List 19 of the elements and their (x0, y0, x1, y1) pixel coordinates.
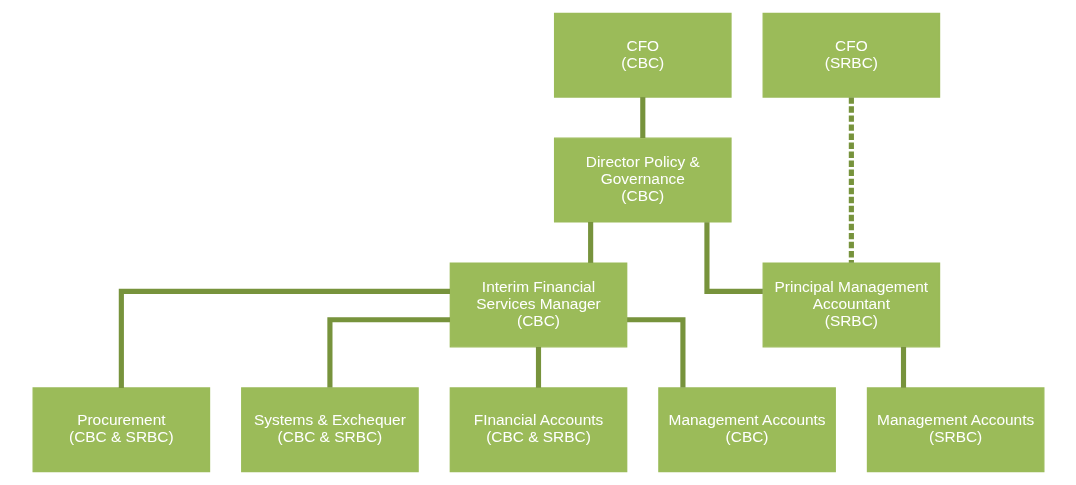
node-box: FInancial Accounts (CBC & SRBC) (449, 387, 627, 473)
connector (900, 346, 906, 388)
node-box: Principal Management Accountant (SRBC) (762, 262, 940, 348)
connector (587, 222, 593, 263)
connector (535, 346, 541, 388)
node-box: Procurement (CBC & SRBC) (32, 387, 210, 473)
node-box: Interim Financial Services Manager (CBC) (449, 262, 627, 348)
connector (626, 317, 685, 388)
connector (848, 97, 854, 263)
node-box: Management Accounts (SRBC) (866, 387, 1044, 473)
connector (639, 97, 645, 138)
node-box: Management Accounts (CBC) (657, 387, 836, 473)
node-box: Director Policy & Governance (CBC) (553, 137, 732, 223)
connector (703, 222, 763, 294)
node-box: CFO (SRBC) (762, 12, 940, 98)
node-box: Systems & Exchequer (CBC & SRBC) (240, 387, 419, 473)
connector (118, 288, 450, 388)
node-box: CFO (CBC) (553, 12, 732, 98)
connector (326, 317, 450, 388)
